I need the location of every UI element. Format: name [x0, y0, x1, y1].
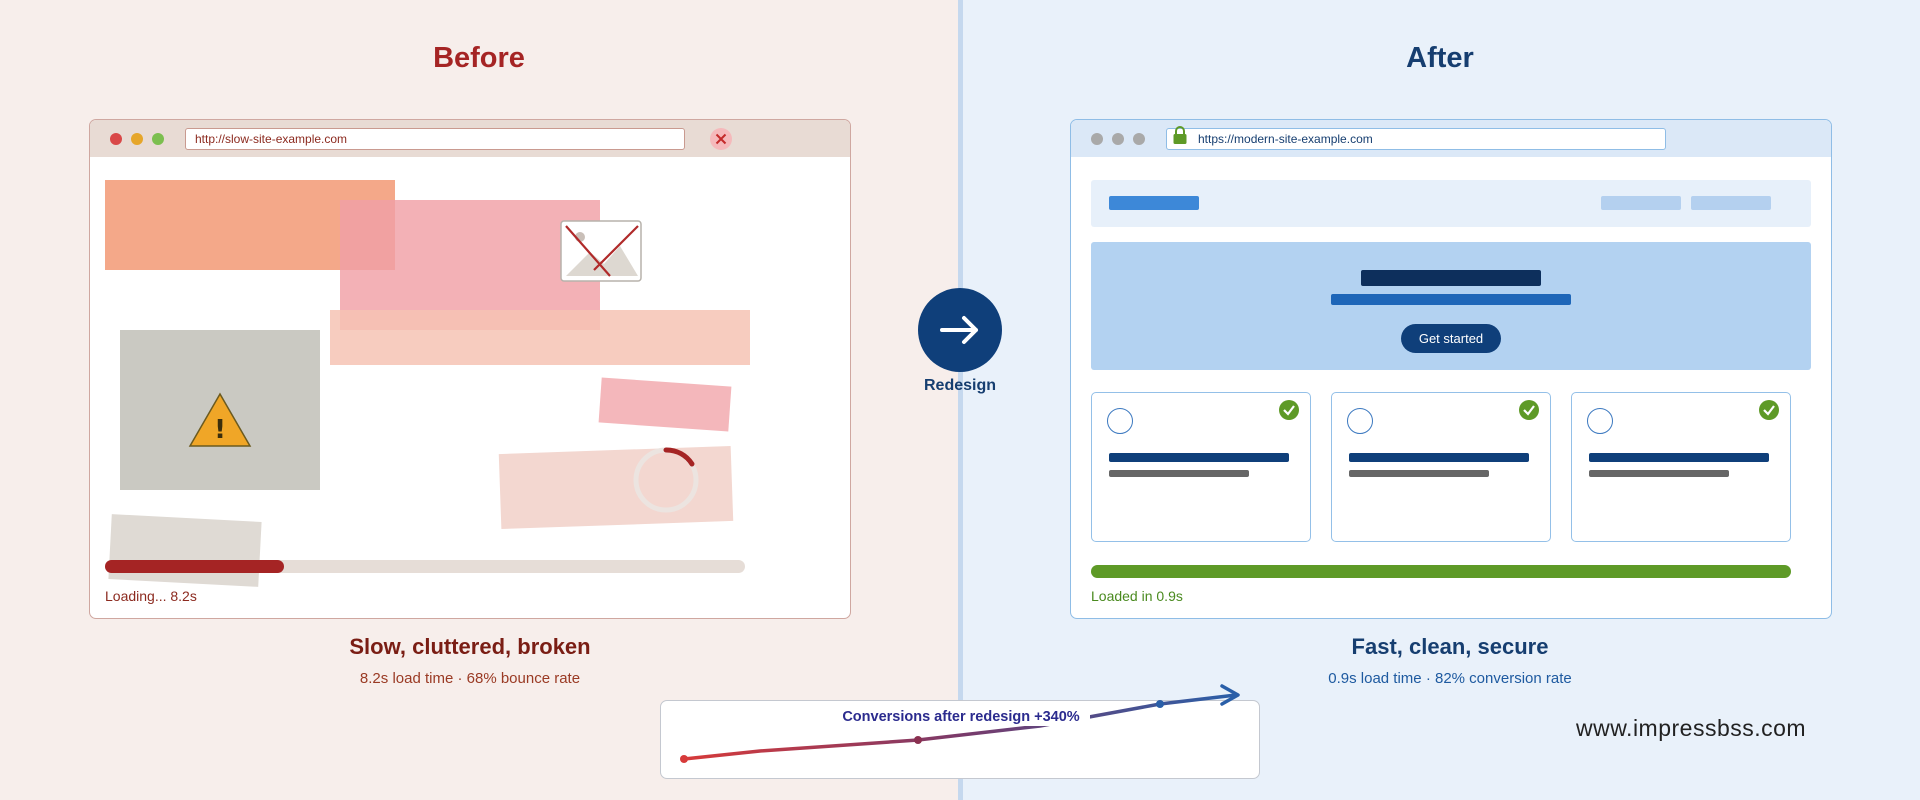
close-dot[interactable]	[1091, 133, 1103, 145]
feature-text-line	[1109, 470, 1249, 477]
error-x-icon	[710, 128, 732, 150]
after-caption: Fast, clean, secure	[1351, 634, 1549, 659]
before-progress-fill	[105, 560, 285, 573]
cluttered-block-pink	[340, 200, 600, 330]
feature-icon	[1107, 408, 1133, 434]
after-progress-fill	[1091, 565, 1791, 578]
lock-icon	[1173, 126, 1187, 144]
hero-headline	[1361, 270, 1541, 286]
cluttered-block-peach	[330, 310, 750, 365]
check-circle-icon	[1279, 400, 1299, 420]
loaded-status: Loaded in 0.9s	[1091, 588, 1183, 604]
before-title: Before	[433, 42, 525, 74]
before-titlebar: http://slow-site-example.com	[90, 120, 850, 157]
hero-subheadline	[1331, 294, 1571, 305]
arrow-right-icon	[940, 316, 978, 344]
trend-arrowhead-icon	[1220, 684, 1240, 706]
chart-title-bg	[832, 704, 1090, 726]
get-started-button[interactable]: Get started	[1401, 324, 1501, 353]
after-subcaption: 0.9s load time · 82% conversion rate	[1328, 670, 1572, 687]
close-dot[interactable]	[110, 133, 122, 145]
panel-divider	[958, 0, 963, 800]
redesign-label: Redesign	[923, 377, 996, 394]
feature-title-line	[1349, 453, 1529, 462]
trend-point	[1156, 700, 1164, 708]
after-browser-window: https://modern-site-example.com Get star…	[1070, 119, 1832, 619]
minimize-dot[interactable]	[1112, 133, 1124, 145]
trend-point	[680, 755, 688, 763]
check-circle-icon	[1759, 400, 1779, 420]
loading-spinner-icon	[633, 447, 699, 513]
trend-line	[682, 693, 1238, 761]
maximize-dot[interactable]	[152, 133, 164, 145]
hero-section: Get started	[1091, 242, 1811, 370]
after-url-bar[interactable]: https://modern-site-example.com	[1166, 128, 1666, 150]
feature-card[interactable]	[1571, 392, 1791, 542]
minimize-dot[interactable]	[131, 133, 143, 145]
before-caption: Slow, cluttered, broken	[349, 634, 591, 659]
feature-text-line	[1589, 470, 1729, 477]
before-browser-window: http://slow-site-example.com ! Loading..…	[89, 119, 851, 619]
feature-text-line	[1349, 470, 1489, 477]
trend-point	[914, 736, 922, 744]
before-url-bar[interactable]: http://slow-site-example.com	[185, 128, 685, 150]
check-circle-icon	[1519, 400, 1539, 420]
warning-icon: !	[188, 392, 252, 447]
loading-status: Loading... 8.2s	[105, 588, 197, 604]
feature-title-line	[1589, 453, 1769, 462]
feature-card[interactable]	[1091, 392, 1311, 542]
site-logo[interactable]	[1109, 196, 1199, 210]
maximize-dot[interactable]	[1133, 133, 1145, 145]
before-progress-track	[105, 560, 745, 573]
nav-link[interactable]	[1601, 196, 1681, 210]
nav-link[interactable]	[1691, 196, 1771, 210]
redesign-arrow-badge	[918, 288, 1002, 372]
after-progress-track	[1091, 565, 1791, 578]
broken-image-icon	[560, 220, 642, 282]
broken-placeholder-box: !	[120, 330, 320, 490]
warning-glyph: !	[214, 415, 226, 445]
feature-icon	[1587, 408, 1613, 434]
watermark-url: www.impressbss.com	[1576, 715, 1807, 741]
after-title: After	[1406, 42, 1474, 74]
feature-card[interactable]	[1331, 392, 1551, 542]
feature-title-line	[1109, 453, 1289, 462]
chart-title: Conversions after redesign +340%	[842, 709, 1079, 725]
before-subcaption: 8.2s load time · 68% bounce rate	[359, 670, 581, 687]
after-titlebar: https://modern-site-example.com	[1071, 120, 1831, 157]
feature-icon	[1347, 408, 1373, 434]
site-navbar	[1091, 180, 1811, 227]
